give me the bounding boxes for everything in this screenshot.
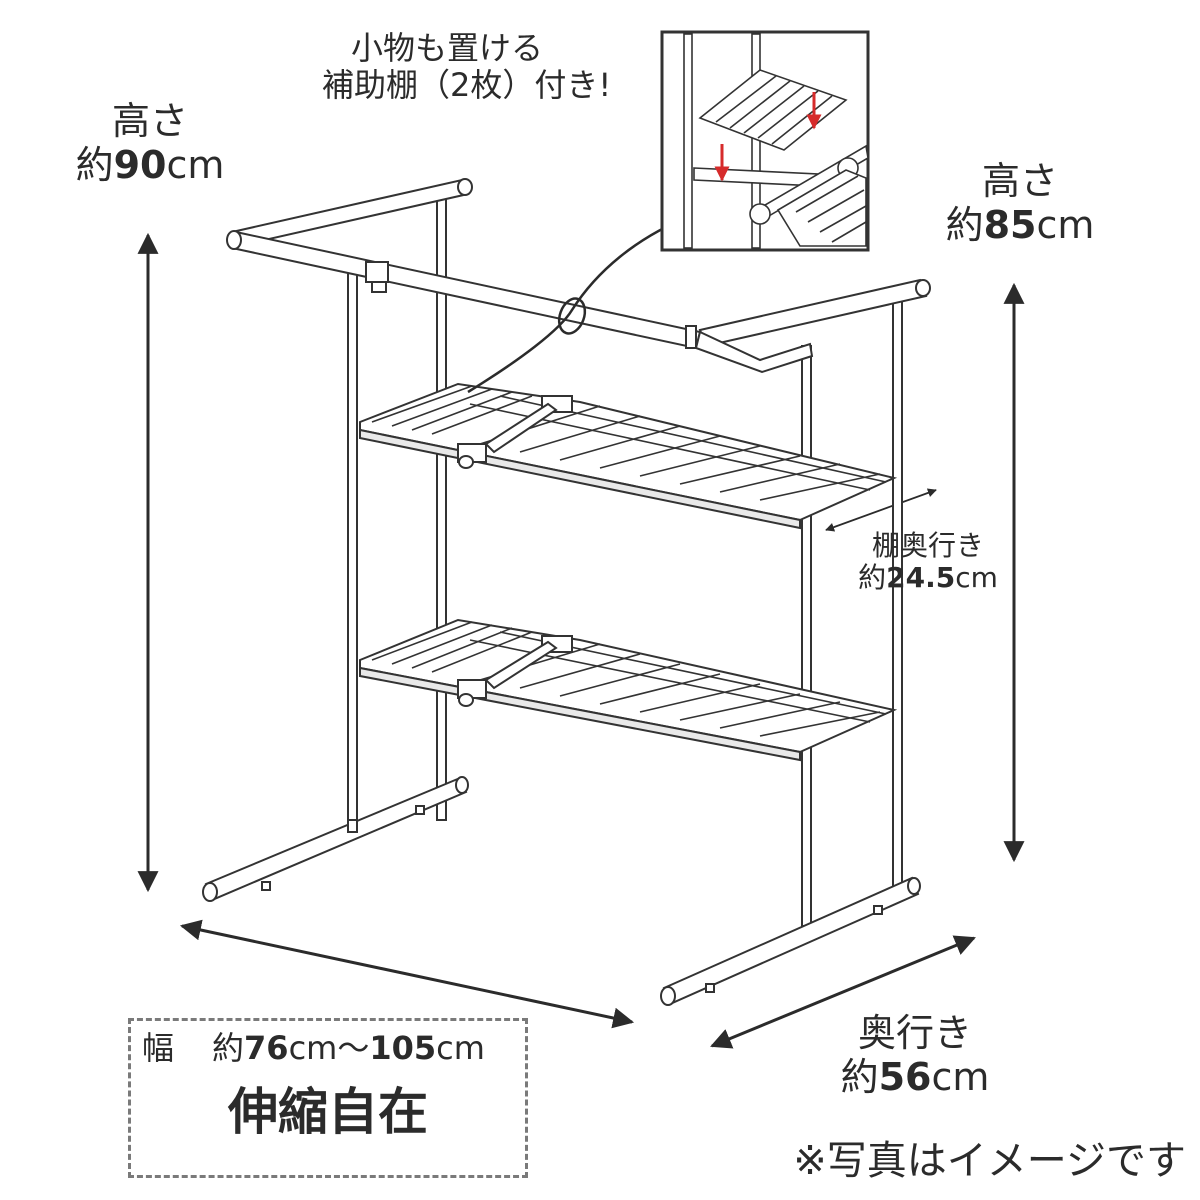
callout-leader [467, 224, 669, 394]
depth-label: 奥行き 約56cm [820, 1011, 1010, 1099]
depth-arrow [710, 935, 976, 1049]
height-right-title: 高さ [981, 159, 1058, 203]
callout-line2: 補助棚（2枚）付き! [322, 65, 612, 104]
callout-inset [660, 30, 870, 252]
callout-text: 小物も置ける 補助棚（2枚）付き! [322, 29, 612, 104]
height-left-label: 高さ 約90cm [60, 99, 240, 187]
height-left-title: 高さ [111, 99, 188, 143]
depth-value: 約56cm [840, 1054, 990, 1099]
height-left-value: 約90cm [75, 142, 225, 187]
height-right-label: 高さ 約85cm [930, 159, 1110, 247]
image-disclaimer: ※写真はイメージです [793, 1138, 1186, 1184]
shelf-depth-arrow [825, 488, 937, 532]
rack-frame [202, 178, 931, 1006]
shelf-depth-title: 棚奥行き [871, 529, 984, 562]
width-tagline: 伸縮自在 [228, 1083, 428, 1141]
width-range: 幅約76cm～105cm [142, 1029, 485, 1067]
depth-title: 奥行き [857, 1011, 972, 1055]
shelf-depth-label: 棚奥行き 約24.5cm [838, 529, 1018, 595]
callout-line1: 小物も置ける [350, 29, 543, 67]
height-right-value: 約85cm [945, 202, 1095, 247]
width-title: 幅 [142, 1029, 175, 1067]
width-box [128, 1018, 528, 1178]
shelf-depth-value: 約24.5cm [858, 561, 998, 595]
width-arrow [179, 919, 635, 1029]
